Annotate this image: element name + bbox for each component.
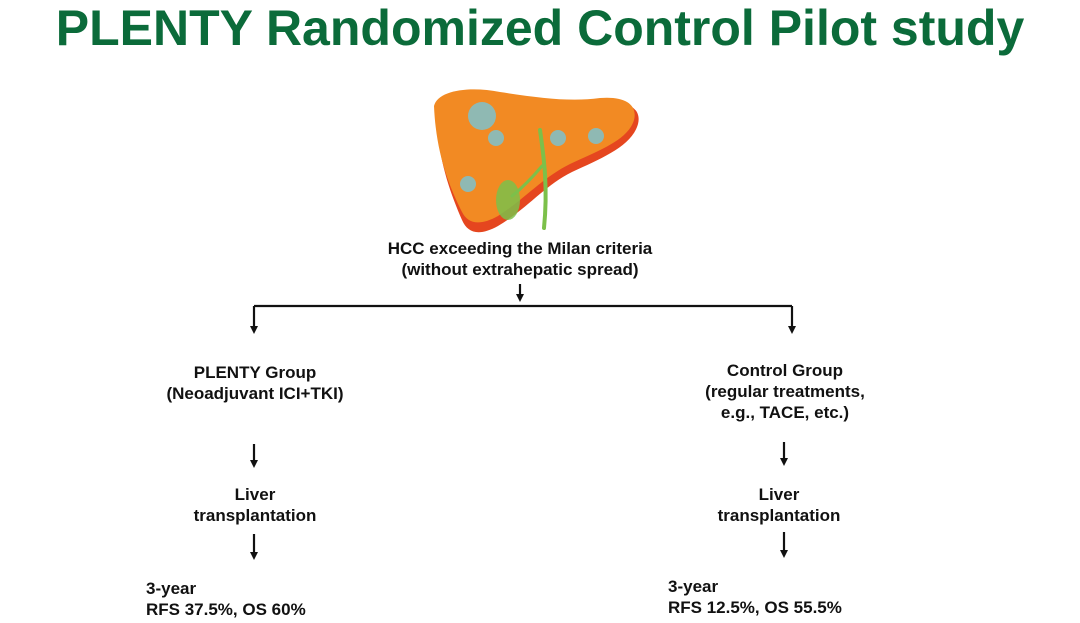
plenty-group-title: PLENTY Group <box>193 363 317 382</box>
right-outcome-line-2: RFS 12.5%, OS 55.5% <box>668 598 842 617</box>
right-transplant-line-2: transplantation <box>717 506 841 525</box>
plenty-group-node: PLENTY Group (Neoadjuvant ICI+TKI) <box>130 362 380 404</box>
tumor <box>488 130 504 146</box>
page-title: PLENTY Randomized Control Pilot study <box>55 0 1025 56</box>
tumor <box>550 130 566 146</box>
control-group-detail-1: (regular treatments, <box>705 382 865 401</box>
root-node: HCC exceeding the Milan criteria (withou… <box>360 238 680 280</box>
gallbladder <box>496 180 520 220</box>
plenty-group-detail: (Neoadjuvant ICI+TKI) <box>166 384 344 403</box>
tumor <box>460 176 476 192</box>
left-transplant-line-1: Liver <box>234 485 276 504</box>
liver-icon <box>434 89 639 233</box>
left-outcome-line-2: RFS 37.5%, OS 60% <box>146 600 306 619</box>
left-transplant-node: Liver transplantation <box>160 484 350 526</box>
left-outcome-line-1: 3-year <box>146 579 197 598</box>
right-outcome-line-1: 3-year <box>668 577 719 596</box>
root-line-1: HCC exceeding the Milan criteria <box>387 239 653 258</box>
root-line-2: (without extrahepatic spread) <box>401 260 639 279</box>
left-outcome-node: 3-year RFS 37.5%, OS 60% <box>146 578 406 620</box>
right-transplant-node: Liver transplantation <box>684 484 874 526</box>
tumor <box>588 128 604 144</box>
control-group-node: Control Group (regular treatments, e.g.,… <box>650 360 920 423</box>
left-transplant-line-2: transplantation <box>193 506 317 525</box>
bile-duct <box>538 128 548 230</box>
control-group-detail-2: e.g., TACE, etc.) <box>720 403 850 422</box>
control-group-title: Control Group <box>726 361 844 380</box>
right-outcome-node: 3-year RFS 12.5%, OS 55.5% <box>668 576 928 618</box>
right-transplant-line-1: Liver <box>758 485 800 504</box>
tumor <box>468 102 496 130</box>
bile-duct-branch <box>510 164 544 198</box>
